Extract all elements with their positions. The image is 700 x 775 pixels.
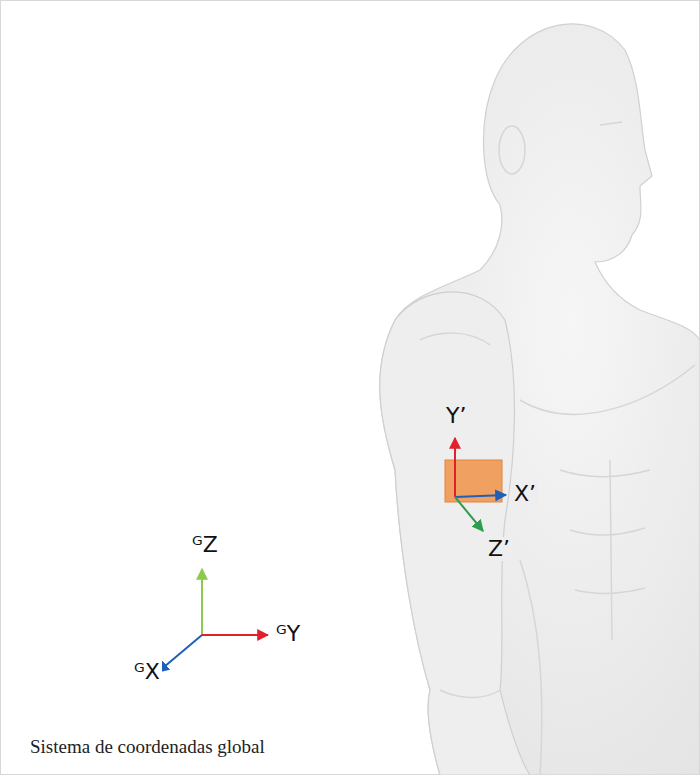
local-x-axis — [455, 495, 506, 497]
global-z-axis — [201, 569, 203, 635]
global-y-axis — [202, 634, 268, 636]
axis-label: ᴳY — [274, 622, 302, 646]
axis-label: ᴳX — [132, 660, 162, 684]
axis-label: Z’ — [486, 537, 512, 561]
body-silhouette — [380, 24, 700, 775]
figure-caption: Sistema de coordenadas global — [30, 736, 265, 759]
axis-label: X’ — [512, 482, 538, 506]
anatomy-shading — [420, 122, 695, 775]
local-z-axis — [455, 497, 483, 531]
arm-shape — [380, 292, 530, 775]
local-y-axis — [454, 438, 456, 497]
axis-label: Y’ — [444, 404, 468, 428]
global-x-axis — [158, 635, 202, 672]
axis-label: ᴳZ — [190, 533, 220, 557]
